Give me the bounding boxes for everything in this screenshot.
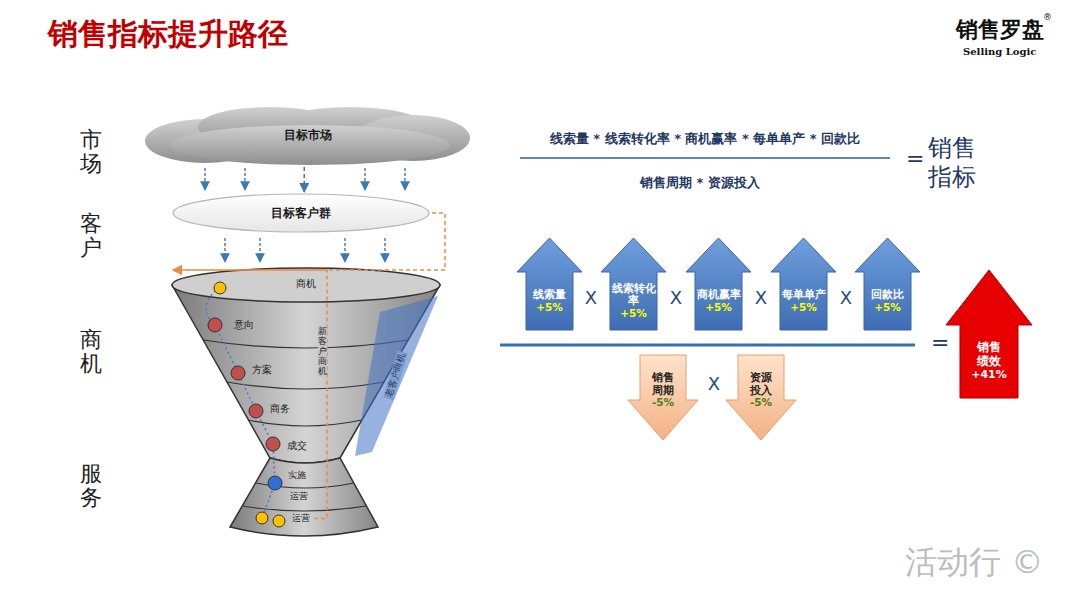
equals-sign: = (931, 330, 949, 356)
funnel-band: 运营 (288, 490, 310, 503)
equals-sign: = (906, 146, 924, 172)
up-arrow: 线索转化率+5% (601, 238, 666, 330)
diagonal-band: 老客户商机 (345, 290, 445, 460)
node-label: 商机 (296, 278, 316, 290)
text-block: 目标客户群 (172, 193, 430, 233)
up-arrow: 每单单产+5% (771, 238, 836, 330)
down-arrow: 销售周期-5% (628, 355, 698, 440)
stage-label: 客户 (80, 212, 102, 260)
node-label: 目标客户群 (271, 206, 331, 220)
text-block: 商务 (268, 402, 292, 416)
funnel-band: 商务 (268, 402, 292, 416)
node-label: 老客户商机 (383, 350, 408, 400)
node-value: +5% (705, 301, 732, 314)
up-arrow: 商机赢率+5% (686, 238, 751, 330)
up-arrow (855, 238, 920, 330)
node-label: 商机赢率 (697, 288, 741, 301)
node-label: 运营 (292, 513, 310, 524)
node-label: 商务 (270, 403, 290, 415)
funnel-band: 成交 (285, 439, 309, 453)
stage-label: 市场 (80, 128, 102, 176)
times-sign: X (708, 373, 720, 395)
text-block: 运营 (290, 512, 312, 525)
text-block: 运营 (288, 490, 310, 503)
fraction-line (500, 344, 915, 347)
node-label: 方案 (252, 364, 272, 376)
node-label: 资源投入 (749, 371, 773, 396)
registered-mark: ® (1043, 12, 1052, 23)
node-label: 成交 (287, 440, 307, 452)
up-arrow: 回款比+5% (855, 238, 920, 330)
stage-label: 服务 (80, 462, 102, 510)
cloud-shape: 目标市场 (145, 105, 470, 165)
text-block: 实施 (286, 469, 308, 482)
text-block: 线索量+5% (527, 288, 572, 313)
stage-label: 商机 (80, 328, 102, 376)
text-block: 资源投入-5% (739, 371, 783, 409)
node-value: +41% (971, 368, 1007, 381)
node-label: 销售周期 (651, 371, 675, 396)
text-block: 意向 (232, 318, 256, 332)
up-arrow: 线索量+5% (517, 238, 582, 330)
times-sign: X (840, 287, 852, 309)
text-block: 方案 (250, 363, 274, 377)
logo-text: 销售罗盘 (956, 16, 1044, 42)
logo-subtitle: Selling Logic (963, 46, 1036, 58)
text-block: 成交 (285, 439, 309, 453)
text-block: 销售周期-5% (641, 371, 685, 409)
node-label: 回款比 (871, 288, 904, 301)
formula-numerator: 线索量 * 线索转化率 * 商机赢率 * 每单单产 * 回款比 (550, 131, 860, 147)
node-value: +5% (620, 307, 647, 320)
funnel-band: 实施 (286, 469, 308, 482)
text-block: 商机赢率+5% (696, 288, 741, 313)
result-label: 销售指标 (928, 134, 981, 192)
connector (173, 270, 327, 518)
times-sign: X (755, 287, 767, 309)
connector (304, 167, 306, 192)
times-sign: X (670, 287, 682, 309)
fraction-line (520, 157, 890, 159)
node-value: +5% (790, 301, 817, 314)
node-value: +5% (536, 301, 563, 314)
node-label: 意向 (234, 319, 254, 331)
text-block: 回款比+5% (865, 288, 910, 313)
result-arrow: 销售绩效+41% (946, 270, 1032, 398)
page-title: 销售指标提升路径 (48, 16, 288, 52)
node-label: 运营 (290, 491, 308, 502)
formula-denominator: 销售周期 * 资源投入 (640, 175, 760, 191)
node-label: 线索转化率 (611, 282, 656, 307)
node-value: -5% (652, 396, 674, 409)
funnel-band: 意向 (232, 318, 256, 332)
funnel (172, 268, 440, 536)
ellipse-shape: 目标客户群 (172, 193, 430, 233)
watermark: 活动行 © (905, 543, 1043, 581)
text-block: 老客户商机 (345, 290, 445, 460)
text-block: 线索转化率+5% (611, 282, 656, 320)
text-block: 销售绩效+41% (961, 340, 1017, 382)
text-block: 每单单产+5% (781, 288, 826, 313)
node-value: -5% (750, 396, 772, 409)
node-value: +5% (874, 301, 901, 314)
node-label: 每单单产 (782, 288, 826, 301)
text-block: 商机 (172, 270, 440, 298)
up-arrow (686, 238, 751, 330)
funnel-band: 运营 (290, 512, 312, 525)
node-label: 销售绩效 (976, 340, 1002, 369)
down-arrow: 资源投入-5% (726, 355, 796, 440)
funnel-band: 方案 (250, 363, 274, 377)
band-label: 新客户商机 (318, 326, 327, 377)
up-arrow (771, 238, 836, 330)
times-sign: X (585, 287, 597, 309)
node-label: 实施 (288, 470, 306, 481)
node-label: 目标市场 (284, 128, 332, 142)
up-arrow (517, 238, 582, 330)
node-label: 线索量 (533, 288, 566, 301)
text-block: 目标市场 (145, 105, 470, 165)
